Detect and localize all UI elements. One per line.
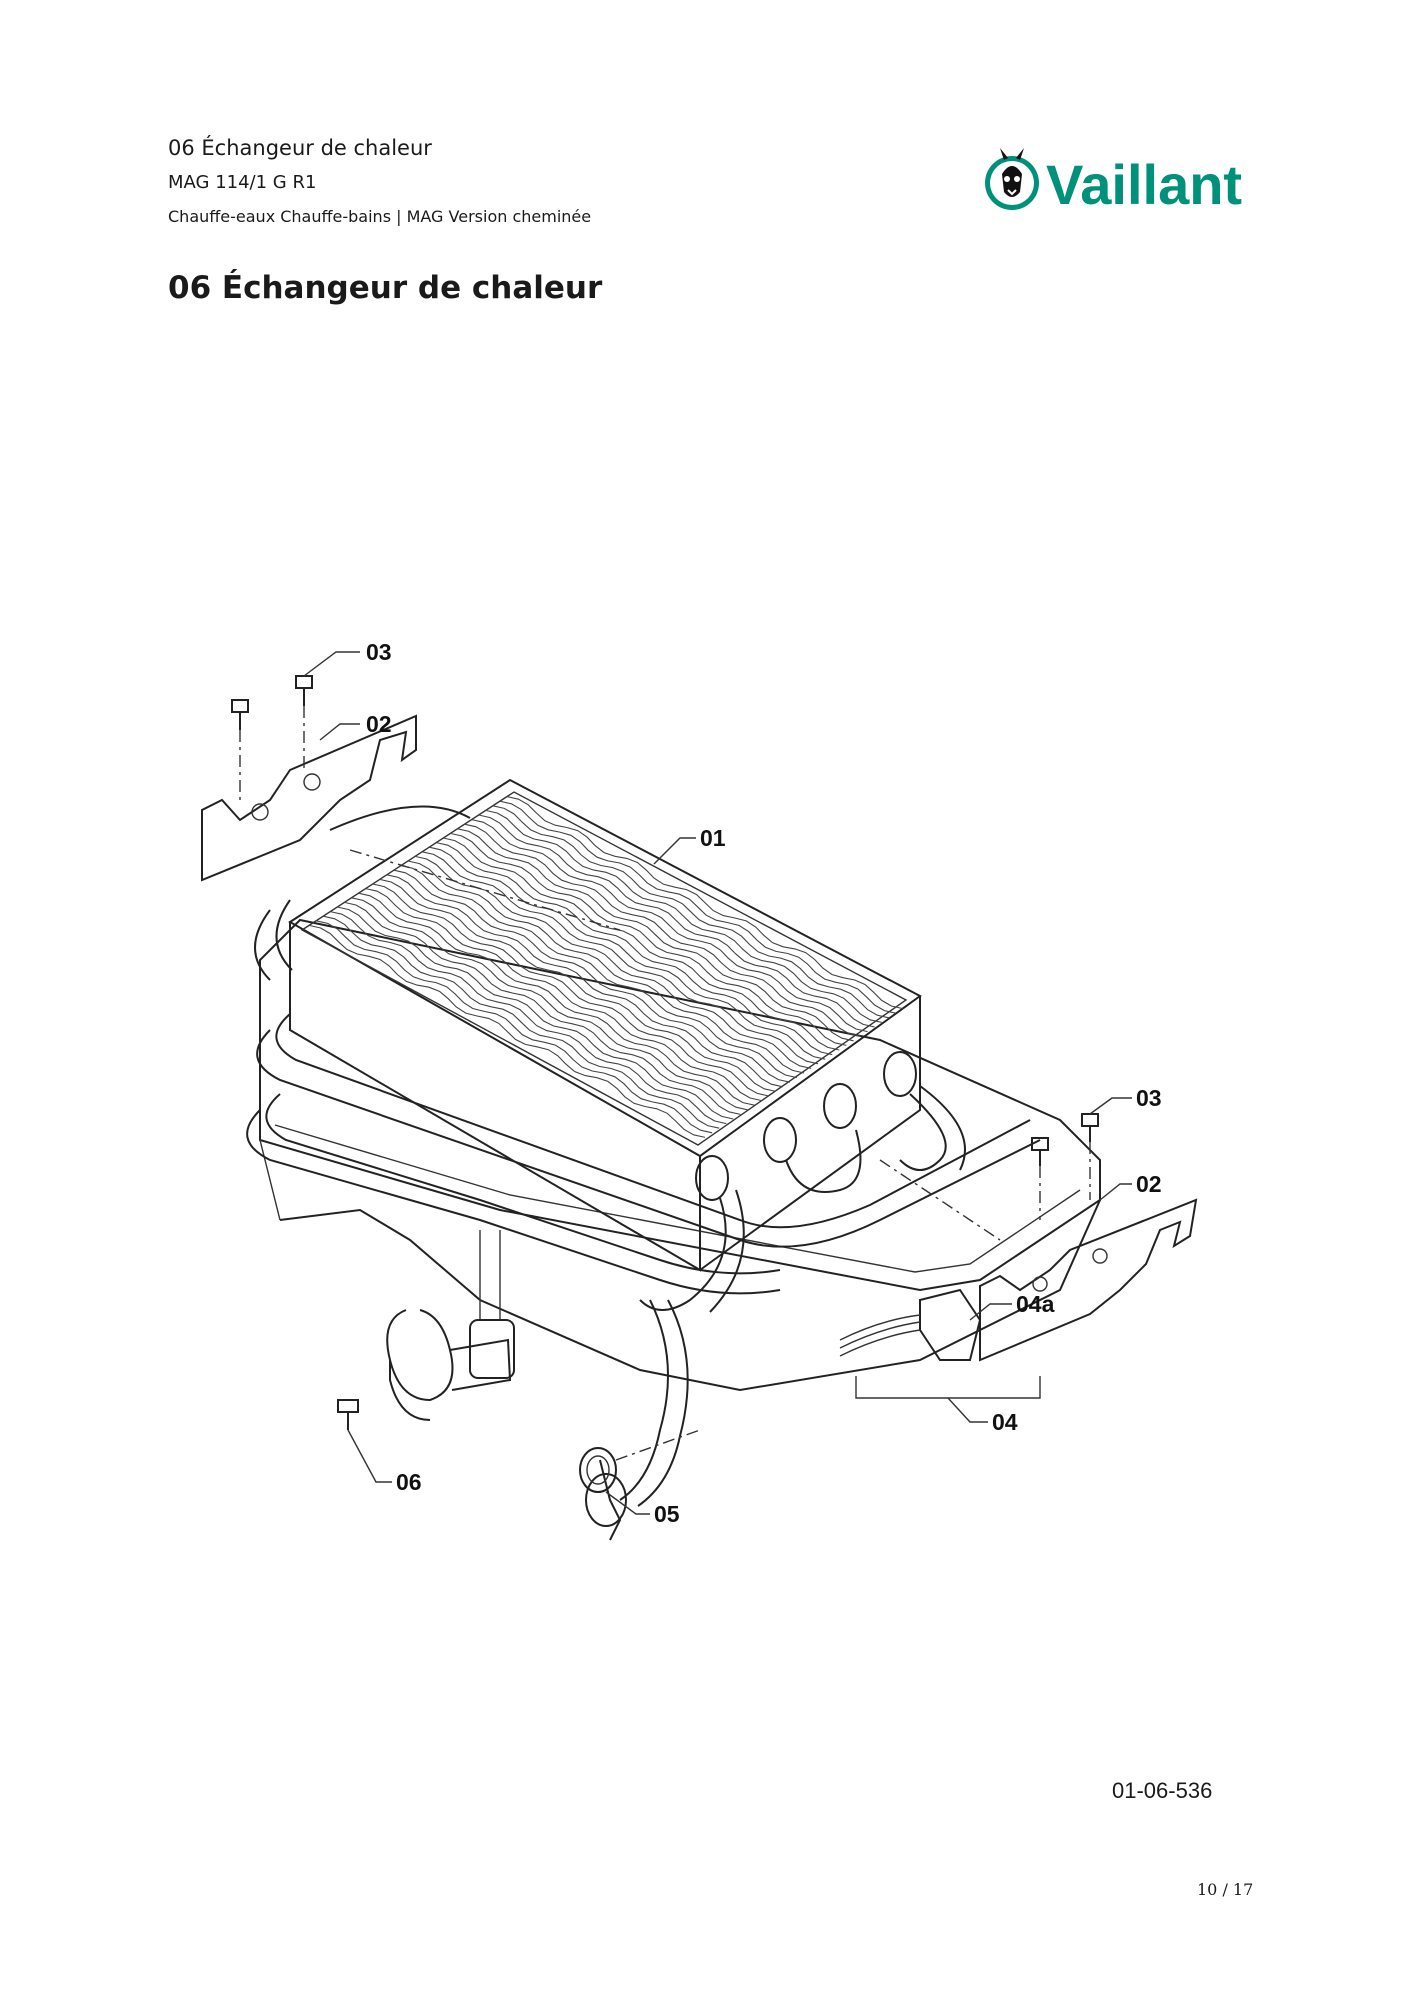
- pipe-bends: [639, 1051, 966, 1313]
- fin-line: [421, 851, 819, 1065]
- callout-03-right: 03: [1136, 1085, 1162, 1111]
- header-category: Chauffe-eaux Chauffe-bains | MAG Version…: [168, 207, 592, 226]
- screw-icon: [1031, 1113, 1099, 1166]
- header-section: 06 Échangeur de chaleur: [168, 136, 432, 160]
- fin-line: [457, 828, 854, 1042]
- fin-line: [499, 800, 897, 1014]
- brand-wordmark: Vaillant: [1046, 153, 1242, 216]
- heat-exchanger-fins: [308, 796, 904, 1138]
- callout-02-left: 02: [366, 711, 392, 737]
- page-number: 10 / 17: [1197, 1880, 1254, 1899]
- leader-lines: [303, 651, 1132, 1515]
- drawing-number: 01-06-536: [1112, 1778, 1213, 1803]
- fin-line: [351, 897, 748, 1111]
- left-bracket: [201, 714, 417, 882]
- fin-line: [471, 819, 868, 1033]
- fin-line: [400, 865, 798, 1079]
- screw-icon: [231, 675, 313, 730]
- fin-line: [372, 883, 769, 1097]
- fin-line: [337, 906, 734, 1120]
- heat-exchanger-base: [259, 918, 1101, 1392]
- outlet-pipe: [469, 1230, 689, 1541]
- fin-line: [315, 920, 713, 1134]
- callout-04a: 04a: [1016, 1291, 1055, 1317]
- fin-line: [330, 911, 727, 1125]
- fin-line: [429, 846, 826, 1060]
- fin-line: [443, 837, 840, 1051]
- fin-line: [414, 855, 812, 1069]
- pipe-clip: [386, 1309, 512, 1421]
- heat-exchanger-block: [288, 778, 922, 1272]
- fin-line: [358, 892, 755, 1106]
- callout-01: 01: [700, 825, 726, 851]
- fin-line: [365, 888, 762, 1102]
- callout-03-left: 03: [366, 639, 392, 665]
- fin-line: [485, 809, 882, 1023]
- fin-line: [386, 874, 783, 1088]
- fin-line: [450, 832, 847, 1046]
- hare-icon: [985, 148, 1039, 210]
- right-bracket: [979, 1198, 1198, 1362]
- fin-line: [393, 869, 791, 1083]
- fin-line: [492, 805, 889, 1019]
- temperature-limiter: [839, 1288, 1041, 1399]
- fin-line: [506, 796, 904, 1010]
- exploded-parts-diagram: 03 02 01 03 02 04a 04 05 06: [201, 639, 1198, 1541]
- fin-line: [436, 842, 833, 1056]
- vaillant-logo: Vaillant: [985, 148, 1242, 216]
- fin-line: [407, 860, 805, 1074]
- fin-line: [379, 878, 776, 1092]
- screw-icon: [337, 1399, 359, 1430]
- header-model: MAG 114/1 G R1: [168, 172, 317, 193]
- fin-line: [478, 814, 875, 1028]
- callout-06: 06: [396, 1469, 422, 1495]
- fin-line: [308, 924, 706, 1138]
- callout-04: 04: [992, 1409, 1018, 1435]
- callout-02-right: 02: [1136, 1171, 1162, 1197]
- fin-line: [323, 915, 720, 1129]
- callout-05: 05: [654, 1501, 680, 1527]
- fin-line: [464, 823, 861, 1037]
- page-title: 06 Échangeur de chaleur: [168, 270, 603, 306]
- seal-ring: [579, 1429, 701, 1493]
- fin-line: [344, 901, 741, 1115]
